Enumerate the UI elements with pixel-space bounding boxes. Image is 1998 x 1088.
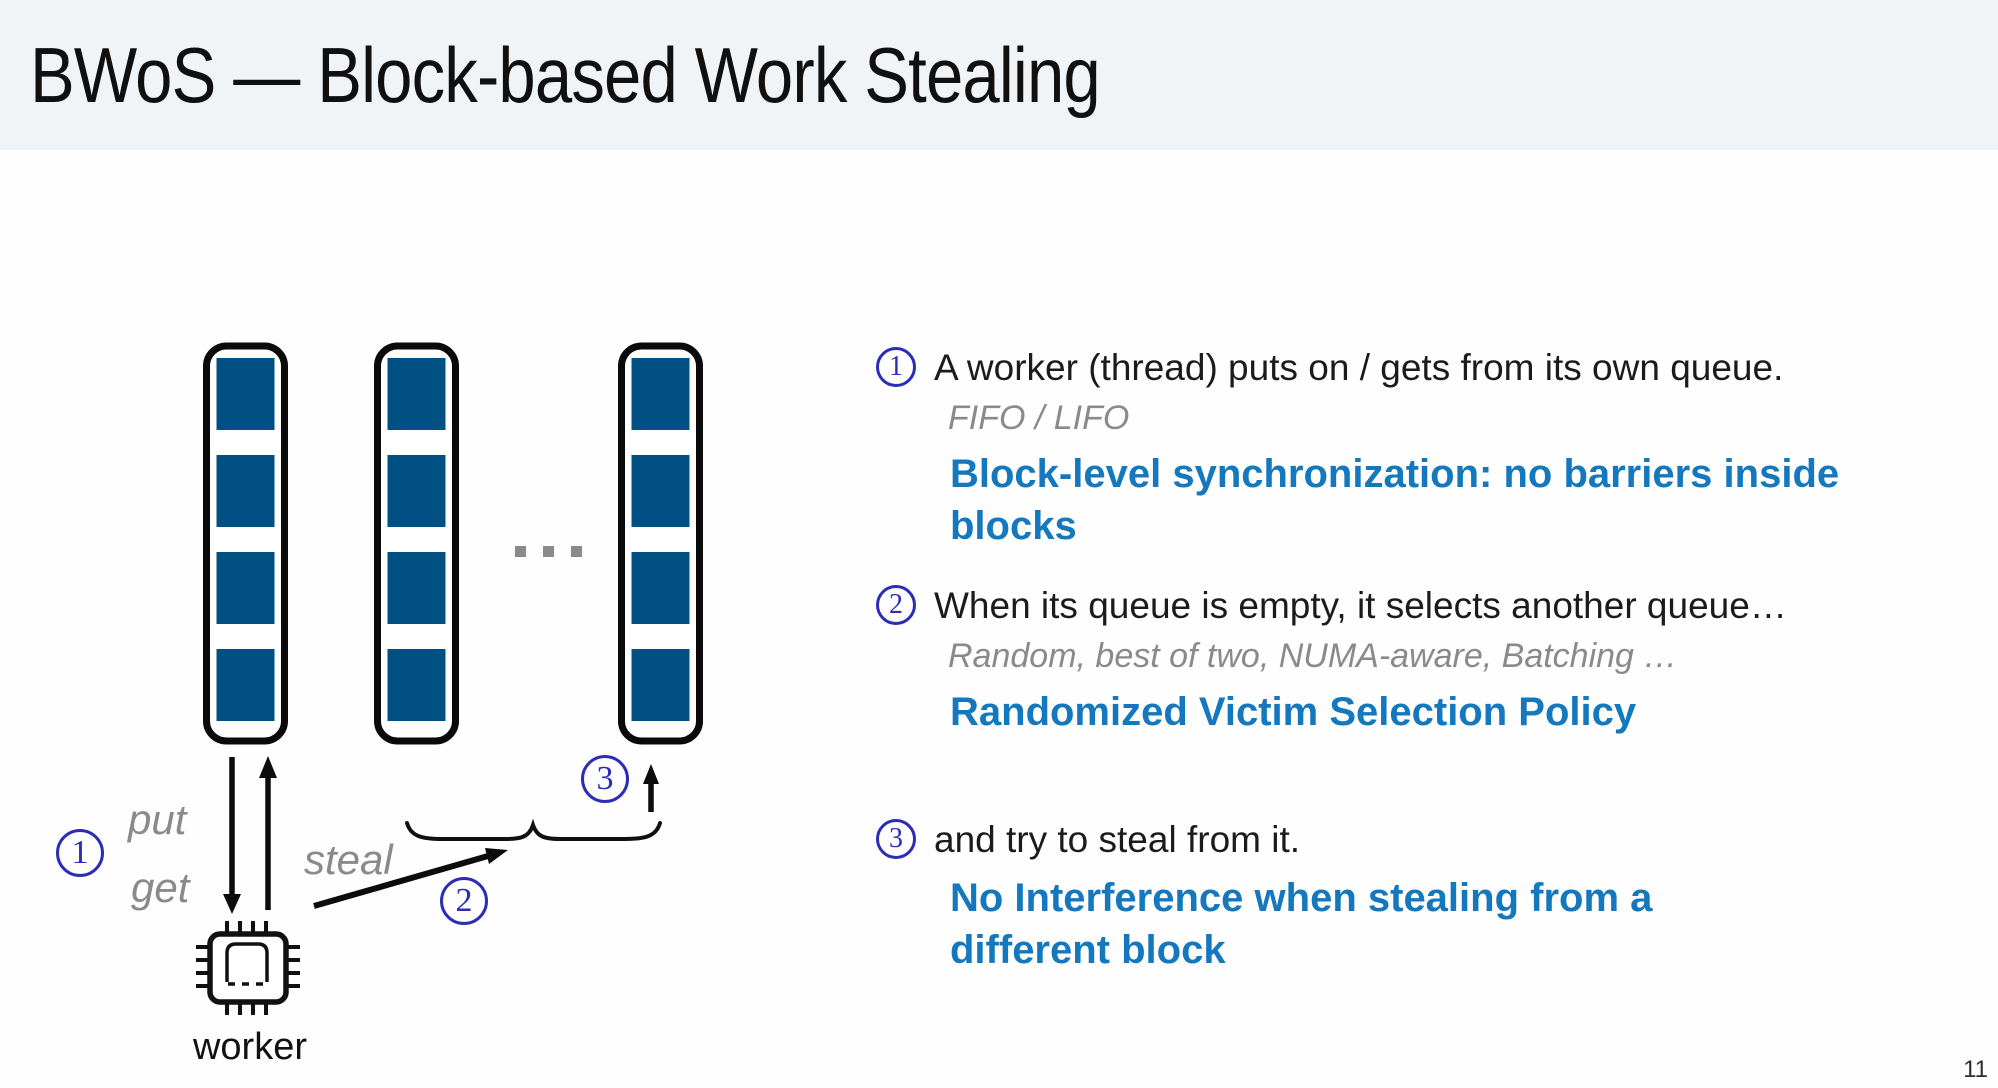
queue-block bbox=[631, 455, 690, 527]
emphasis-line: Block-level synchronization: no barriers… bbox=[950, 452, 1840, 496]
queue-block bbox=[387, 649, 446, 721]
queue-block bbox=[216, 358, 275, 430]
note-step-2: 2 When its queue is empty, it selects an… bbox=[872, 582, 1982, 738]
emphasis-line: Randomized Victim Selection Policy bbox=[950, 690, 1637, 734]
note-3-badge: 3 bbox=[876, 819, 916, 859]
note-3-emphasis: No Interference when stealing from a dif… bbox=[950, 872, 1982, 976]
page-number: 11 bbox=[1963, 1056, 1988, 1083]
emphasis-line: blocks bbox=[950, 504, 1077, 548]
step-3-badge: 3 bbox=[581, 755, 629, 803]
put-arrow bbox=[223, 757, 241, 914]
queue-block bbox=[216, 552, 275, 624]
emphasis-line: different block bbox=[950, 928, 1226, 972]
cpu-chip-icon bbox=[196, 921, 300, 1015]
other-queues-brace bbox=[405, 818, 662, 841]
note-step-1: 1 A worker (thread) puts on / gets from … bbox=[872, 344, 1982, 552]
queue-block bbox=[631, 358, 690, 430]
get-label: get bbox=[131, 864, 190, 911]
queues-ellipsis-icon bbox=[515, 546, 582, 557]
step-2-badge: 2 bbox=[440, 877, 488, 925]
worker-label: worker bbox=[192, 1026, 308, 1068]
note-1-badge: 1 bbox=[876, 347, 916, 387]
queue-block bbox=[387, 358, 446, 430]
queue-block bbox=[631, 649, 690, 721]
queue-3 bbox=[618, 342, 703, 745]
emphasis-line: No Interference when stealing from a bbox=[950, 876, 1653, 920]
work-stealing-diagram bbox=[196, 342, 703, 1015]
queue-block bbox=[387, 455, 446, 527]
note-1-detail: FIFO / LIFO bbox=[948, 399, 1130, 437]
note-1-emphasis: Block-level synchronization: no barriers… bbox=[950, 448, 1982, 552]
slide-header: BWoS — Block-based Work Stealing bbox=[0, 0, 1998, 150]
queue-block bbox=[216, 455, 275, 527]
queue-block bbox=[216, 649, 275, 721]
note-1-text: A worker (thread) puts on / gets from it… bbox=[934, 347, 1784, 388]
note-2-text: When its queue is empty, it selects anot… bbox=[934, 585, 1787, 626]
queue-block bbox=[631, 552, 690, 624]
note-3-text: and try to steal from it. bbox=[934, 819, 1301, 860]
note-2-emphasis: Randomized Victim Selection Policy bbox=[950, 686, 1982, 738]
note-2-detail: Random, best of two, NUMA-aware, Batchin… bbox=[948, 637, 1678, 675]
page-title: BWoS — Block-based Work Stealing bbox=[30, 30, 1101, 119]
note-2-badge: 2 bbox=[876, 585, 916, 625]
steal-from-queue-arrow bbox=[643, 764, 659, 812]
put-label: put bbox=[128, 796, 187, 843]
queue-1 bbox=[203, 342, 288, 745]
step-1-badge: 1 bbox=[56, 829, 104, 877]
get-arrow bbox=[259, 756, 277, 910]
steal-label: steal bbox=[304, 836, 393, 883]
queue-2 bbox=[374, 342, 459, 745]
queue-block bbox=[387, 552, 446, 624]
note-step-3: 3 and try to steal from it. No Interfere… bbox=[872, 816, 1982, 976]
